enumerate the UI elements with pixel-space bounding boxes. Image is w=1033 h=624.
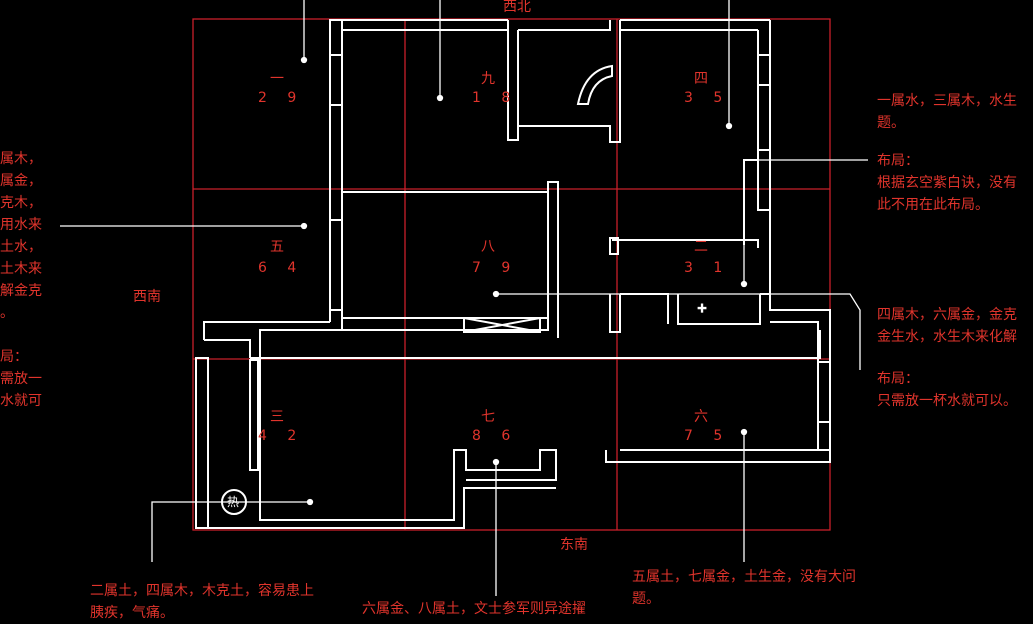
palace-nums-3: 4 2 xyxy=(258,428,305,444)
note-line: 属金， xyxy=(0,173,42,189)
palace-nums-9: 1 8 xyxy=(472,90,519,106)
note-line: 只需放一杯水就可以。 xyxy=(877,393,1017,409)
note-line: 胰疾，气痛。 xyxy=(90,605,174,621)
note-line: 水就可 xyxy=(0,393,42,409)
palace-nums-2: 3 1 xyxy=(684,260,731,276)
note-line: 二属土，四属木，木克土，容易患上 xyxy=(90,583,314,599)
palace-name-4: 四 xyxy=(694,71,708,87)
note-line: 土水， xyxy=(0,239,42,255)
leader-lines: + xyxy=(60,0,868,596)
svg-text:+: + xyxy=(697,301,707,315)
note-right-mid: 四属木，六属金，金克 金生水，水生木来化解 xyxy=(877,304,1033,348)
note-bottom-right: 五属土，七属金，土生金，没有大问 题。 xyxy=(632,566,856,610)
note-line: 六属金、八属土，文士参军则异途擢 xyxy=(362,601,586,617)
note-line: 题。 xyxy=(877,115,905,131)
note-line: 。 xyxy=(0,305,14,321)
heater-label: 热 xyxy=(227,495,240,509)
note-line: 题。 xyxy=(632,591,660,607)
note-bottom-mid: 六属金、八属土，文士参军则异途擢 xyxy=(362,598,586,620)
direction-label-south-west: 西南 xyxy=(133,289,161,305)
note-right-layout: 布局： 根据玄空紫白诀，没有 此不用在此布局。 xyxy=(877,150,1033,216)
note-right-top: 一属水，三属木，水生 题。 xyxy=(877,90,1033,134)
note-line xyxy=(0,324,50,346)
note-bottom-left: 二属土，四属木，木克土，容易患上 胰疾，气痛。 xyxy=(90,580,314,624)
direction-label-north-west: 西北 xyxy=(503,0,531,15)
note-line: 解金克 xyxy=(0,283,42,299)
note-line: 土木来 xyxy=(0,261,42,277)
palace-name-6: 六 xyxy=(694,409,708,425)
note-line: 属木， xyxy=(0,151,42,167)
palace-nums-5: 6 4 xyxy=(258,260,305,276)
palace-nums-8: 7 9 xyxy=(472,260,519,276)
direction-label-south-east: 东南 xyxy=(560,537,588,553)
note-line: 根据玄空紫白诀，没有 xyxy=(877,175,1017,191)
palace-nums-6: 7 5 xyxy=(684,428,731,444)
note-left: 属木， 属金， 克木， 用水来 土水， 土木来 解金克 。 局： 需放一 水就可 xyxy=(0,148,50,412)
note-line: 金生水，水生木来化解 xyxy=(877,329,1017,345)
palace-nums-1: 2 9 xyxy=(258,90,305,106)
note-line: 布局： xyxy=(877,371,919,387)
note-line: 局： xyxy=(0,349,28,365)
palace-nums-7: 8 6 xyxy=(472,428,519,444)
palace-nums-4: 3 5 xyxy=(684,90,731,106)
note-line: 需放一 xyxy=(0,371,42,387)
palace-name-2: 二 xyxy=(694,239,708,255)
palace-name-7: 七 xyxy=(481,409,495,425)
note-line: 五属土，七属金，土生金，没有大问 xyxy=(632,569,856,585)
note-line: 四属木，六属金，金克 xyxy=(877,307,1017,323)
palace-name-8: 八 xyxy=(481,239,495,255)
note-line: 用水来 xyxy=(0,217,42,233)
palace-name-3: 三 xyxy=(270,409,284,425)
palace-name-9: 九 xyxy=(481,71,495,87)
note-line: 布局： xyxy=(877,153,919,169)
note-right-layout-2: 布局： 只需放一杯水就可以。 xyxy=(877,368,1033,412)
palace-name-5: 五 xyxy=(270,239,284,255)
note-line: 此不用在此布局。 xyxy=(877,197,989,213)
note-line: 克木， xyxy=(0,195,42,211)
note-line: 一属水，三属木，水生 xyxy=(877,93,1017,109)
palace-name-1: 一 xyxy=(270,71,284,87)
